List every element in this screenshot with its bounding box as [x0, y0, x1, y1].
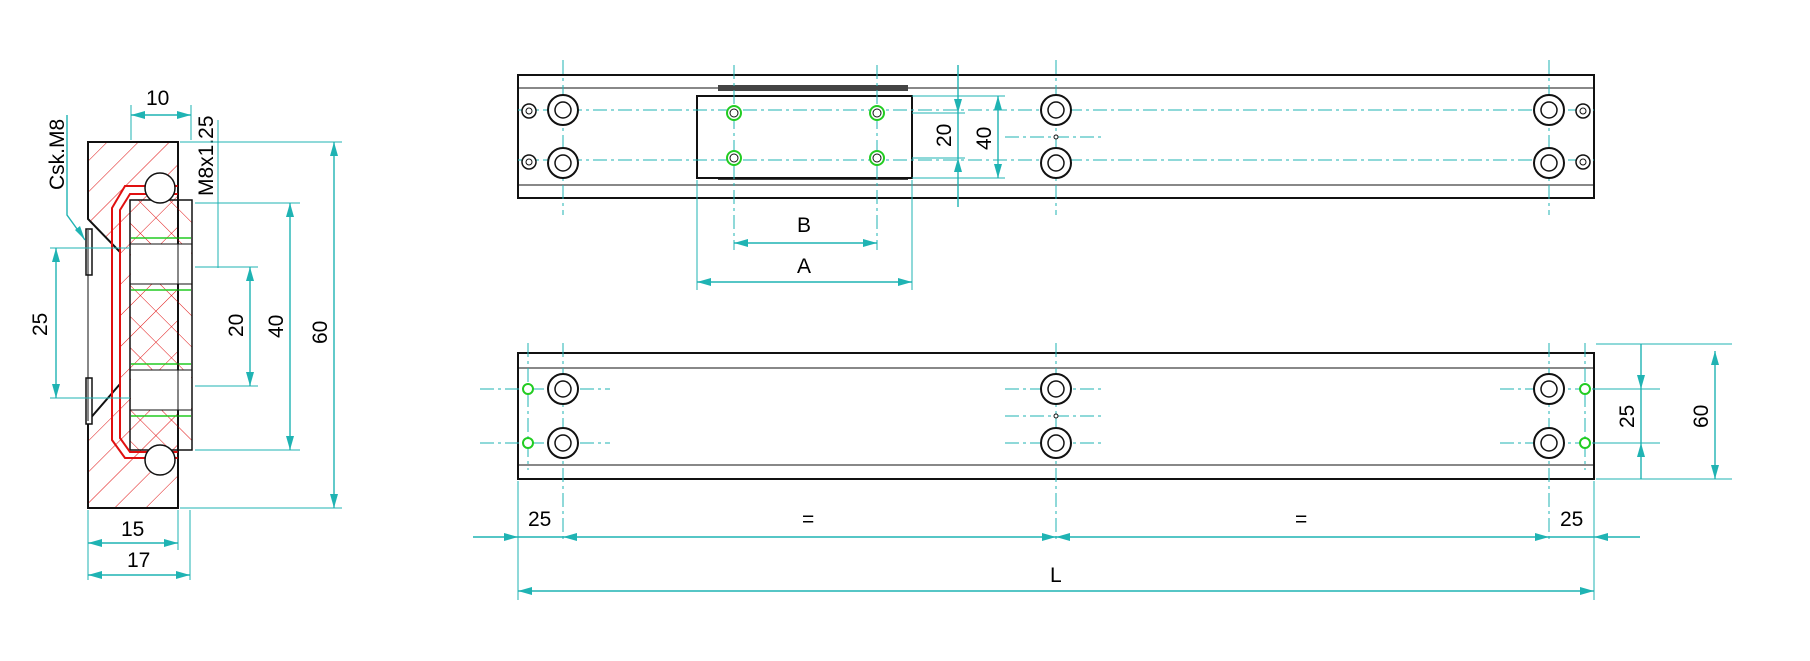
dim-17: 17 [127, 549, 150, 572]
hole-top-mid-lower [1040, 147, 1072, 179]
dim-25-bottom-right: 25 [1616, 405, 1639, 428]
thread-hole-bot-left-lower [522, 437, 534, 449]
dim-length-l: L [1050, 564, 1062, 587]
dim-60-bottom-right: 60 [1690, 405, 1713, 428]
dim-25-end-right: 25 [1560, 508, 1583, 531]
countersink-label: Csk.M8 [46, 119, 69, 190]
hole-bot-mid-lower [1040, 427, 1072, 459]
thread-hole-bot-right-lower [1579, 437, 1591, 449]
thread-label: M8x1.25 [195, 115, 218, 196]
slider-thread-hole-2 [869, 105, 885, 121]
dim-a: A [797, 255, 811, 278]
end-hole-left-upper [521, 103, 537, 119]
dim-60-section: 60 [309, 321, 332, 344]
dim-40-slider: 40 [973, 127, 996, 150]
end-hole-right-lower [1575, 154, 1591, 170]
slider-thread-hole-4 [869, 150, 885, 166]
hole-top-right-upper [1533, 94, 1565, 126]
dim-equal-right: = [1295, 508, 1307, 531]
slider-thread-hole-3 [726, 150, 742, 166]
hole-top-mid-upper [1040, 94, 1072, 126]
dim-equal-left: = [802, 508, 814, 531]
section-view: 10 M8x1.25 Csk.M8 25 20 40 [29, 87, 342, 580]
dim-b: B [797, 214, 811, 237]
bottom-view: 25 60 25 = = 25 L [473, 343, 1732, 600]
top-view: 20 40 B A [517, 60, 1595, 290]
dim-15: 15 [121, 518, 144, 541]
end-hole-left-lower [521, 154, 537, 170]
hole-bot-left-lower [547, 427, 579, 459]
slider-thread-hole-1 [726, 105, 742, 121]
end-hole-right-upper [1575, 103, 1591, 119]
dim-20-slider: 20 [933, 124, 956, 147]
dim-20-section: 20 [225, 314, 248, 337]
hole-bot-left-upper [547, 373, 579, 405]
dim-25-end-left: 25 [528, 508, 551, 531]
hole-bot-mid-upper [1040, 373, 1072, 405]
hole-top-right-lower [1533, 147, 1565, 179]
hole-top-left-lower [547, 147, 579, 179]
hole-top-left-upper [547, 94, 579, 126]
ball-top [144, 172, 176, 204]
dim-40-section: 40 [265, 315, 288, 338]
thread-hole-bot-left-upper [522, 383, 534, 395]
slider-block [718, 85, 908, 91]
ball-bottom [144, 444, 176, 476]
dim-25-left: 25 [29, 313, 52, 336]
hole-bot-right-upper [1533, 373, 1565, 405]
dim-10: 10 [146, 87, 169, 110]
thread-hole-bot-right-upper [1579, 383, 1591, 395]
hole-bot-right-lower [1533, 427, 1565, 459]
